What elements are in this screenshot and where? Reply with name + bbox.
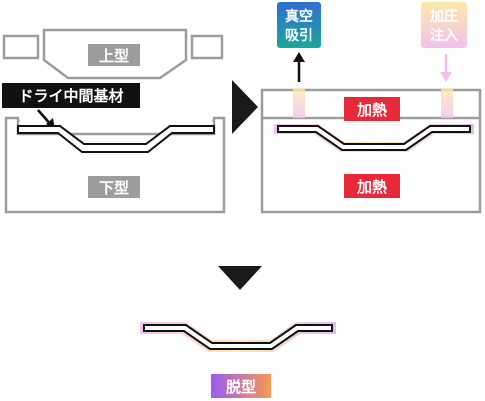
upper-mold-label: 上型 [99,47,129,65]
injection-port [441,88,453,118]
dry-preform [17,125,215,153]
vacuum-label-line2: 吸引 [285,28,313,44]
lower-mold: 下型 [4,116,226,214]
left-panel: 上型 ドライ中間基材 下型 [2,28,226,214]
heat-top-box [344,97,400,121]
lower-mold-label-box [88,176,140,198]
right-panel: 真空 吸引 加圧 注入 加熱 加熱 [260,2,482,214]
demolded-part-group: 脱型 [140,322,336,398]
impregnated-part [277,125,471,151]
upper-mold: 上型 [2,28,224,80]
heat-bottom-label: 加熱 [356,178,387,196]
vacuum-label-line1: 真空 [285,8,313,25]
vacuum-port [293,88,305,118]
heat-top-label: 加熱 [356,101,387,119]
vacuum-label-box [277,2,321,48]
heat-bottom-box [344,174,400,198]
pressure-label-box [421,2,467,48]
callout-label: ドライ中間基材 [18,87,123,105]
lower-mold-label: 下型 [99,179,129,197]
demold-label: 脱型 [226,378,256,396]
step-arrow-down [218,266,262,290]
pressure-label-line2: 注入 [430,27,458,44]
step-arrow-right [232,80,258,134]
pressure-label-line1: 加圧 [429,9,458,25]
upper-mold-label-box [88,44,140,66]
demolded-part [143,324,333,350]
material-callout: ドライ中間基材 [2,83,140,130]
demold-label-box [211,374,271,398]
